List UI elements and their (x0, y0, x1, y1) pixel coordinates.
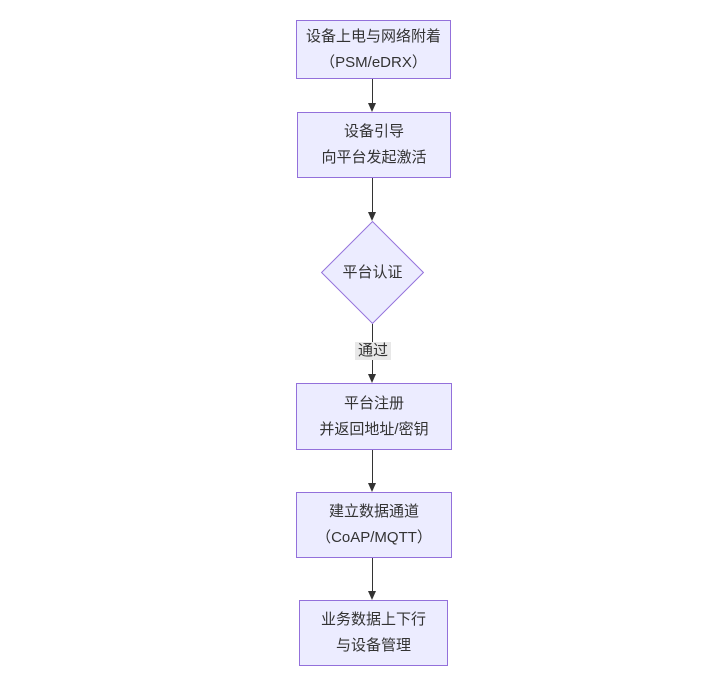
arrow-1-head-icon (368, 103, 376, 112)
arrow-2-head-icon (368, 212, 376, 221)
node-bootstrap: 设备引导 向平台发起激活 (297, 112, 451, 178)
edge-label-pass: 通过 (354, 342, 392, 360)
node-register-line1: 平台注册 (343, 394, 404, 412)
arrow-4-head-icon (368, 483, 376, 492)
node-platform-auth-label: 平台认证 (342, 264, 403, 281)
node-bootstrap-line2: 向平台发起激活 (321, 149, 427, 166)
node-data-channel-line2: （CoAP/MQTT） (316, 529, 432, 546)
node-data-channel: 建立数据通道 （CoAP/MQTT） (296, 492, 452, 558)
node-power-attach-line1: 设备上电与网络附着 (305, 27, 441, 45)
arrow-1-line (372, 79, 373, 103)
node-business-mgmt: 业务数据上下行 与设备管理 (299, 600, 448, 666)
arrow-4-line (372, 450, 373, 483)
arrow-5-line (372, 558, 373, 591)
node-register: 平台注册 并返回地址/密钥 (296, 383, 452, 450)
arrow-5-head-icon (368, 591, 376, 600)
node-business-mgmt-line1: 业务数据上下行 (320, 611, 426, 628)
node-register-line2: 并返回地址/密钥 (319, 420, 429, 438)
node-power-attach-line2: （PSM/eDRX） (320, 53, 427, 71)
arrow-3-head-icon (368, 374, 376, 383)
node-business-mgmt-line2: 与设备管理 (335, 637, 411, 654)
node-bootstrap-line1: 设备引导 (343, 123, 404, 140)
node-data-channel-line1: 建立数据通道 (328, 503, 419, 520)
arrow-2-line (372, 178, 373, 212)
node-power-attach: 设备上电与网络附着 （PSM/eDRX） (296, 20, 451, 79)
